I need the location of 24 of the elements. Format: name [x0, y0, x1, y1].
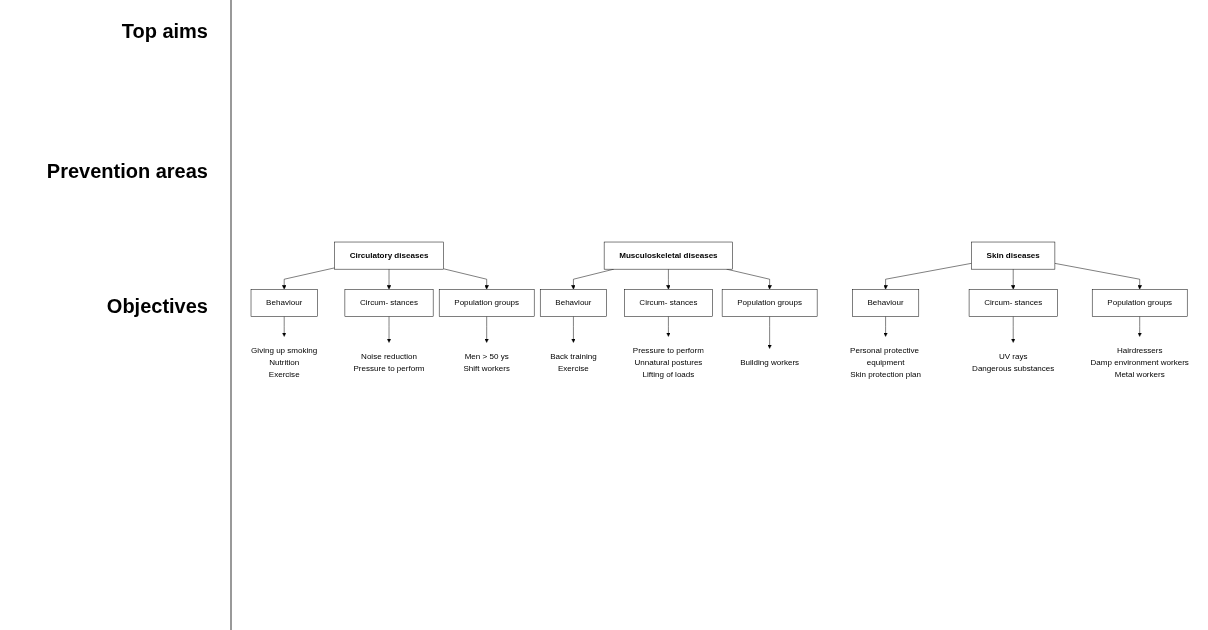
node-box: Circulatory diseases: [334, 241, 444, 270]
node-text: Hairdressers Damp environment workers Metal workers: [1090, 345, 1189, 379]
node-text: Men > 50 ys Shift workers: [463, 351, 510, 373]
node-text: Building workers: [740, 357, 800, 367]
row-label: Objectives: [105, 295, 208, 318]
node-box: Circum- stances: [968, 289, 1058, 317]
node-box: Circum- stances: [624, 289, 713, 317]
row-label: Top aims: [120, 20, 208, 43]
node-box: Behaviour: [539, 289, 607, 317]
node-text: UV rays Dangerous substances: [972, 351, 1055, 373]
node-box: Population groups: [438, 289, 535, 317]
node-text: Pressure to perform Unnatural postures Lifting of loads: [632, 345, 704, 379]
node-box: Musculoskeletal diseases: [603, 241, 733, 270]
node-box: Circum- stances: [344, 289, 434, 317]
node-text: Giving up smoking Nutrition Exercise: [251, 345, 318, 379]
node-box: Population groups: [1091, 289, 1188, 317]
node-text: Personal protective equipment Skin protection plan: [850, 345, 921, 379]
node-box: Behaviour: [250, 289, 318, 317]
node-box: Behaviour: [852, 289, 920, 317]
node-text: Noise reduction Pressure to perform: [353, 351, 425, 373]
node-box: Skin diseases: [971, 241, 1056, 270]
node-box: Population groups: [721, 289, 818, 317]
node-text: Back training Exercise: [550, 351, 597, 373]
row-label: Prevention areas: [45, 160, 208, 183]
